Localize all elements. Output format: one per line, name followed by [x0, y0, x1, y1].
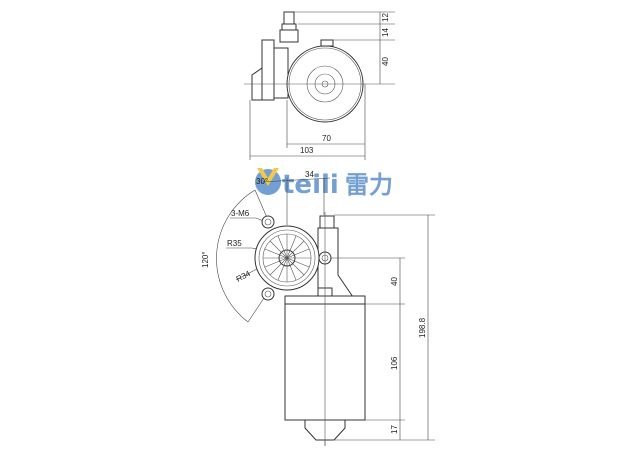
dim-17: 17 [390, 425, 399, 434]
logo-v-icon [257, 168, 279, 186]
dim-106: 106 [390, 356, 399, 370]
dim-angle-120: 120° [201, 251, 210, 268]
arc-120 [216, 189, 256, 323]
dim-40-front: 40 [390, 277, 399, 286]
dim-40-top: 40 [381, 57, 390, 66]
dim-angle-30: 30° [256, 177, 268, 186]
dim-34: 34 [305, 170, 314, 179]
front-view: 34 30° 120° 3-M6 R35 R34 [201, 170, 435, 446]
dim-198-8: 198.8 [418, 317, 427, 338]
logo-text: teili [282, 170, 339, 200]
leili-logo: teili 雷力 [255, 168, 393, 200]
dim-103: 103 [300, 146, 314, 155]
label-r35: R35 [227, 239, 242, 248]
dim-14: 14 [381, 28, 390, 37]
label-r34: R34 [235, 269, 253, 284]
top-view: 12 14 40 70 103 [244, 11, 395, 160]
label-3-m6: 3-M6 [231, 209, 250, 218]
logo-chinese-text: 雷力 [345, 171, 393, 199]
dim-12: 12 [381, 13, 390, 22]
mount-hole-top [261, 215, 275, 229]
dim-70: 70 [322, 134, 331, 143]
mount-hole-bottom [261, 287, 275, 301]
connector-pin [283, 11, 295, 25]
